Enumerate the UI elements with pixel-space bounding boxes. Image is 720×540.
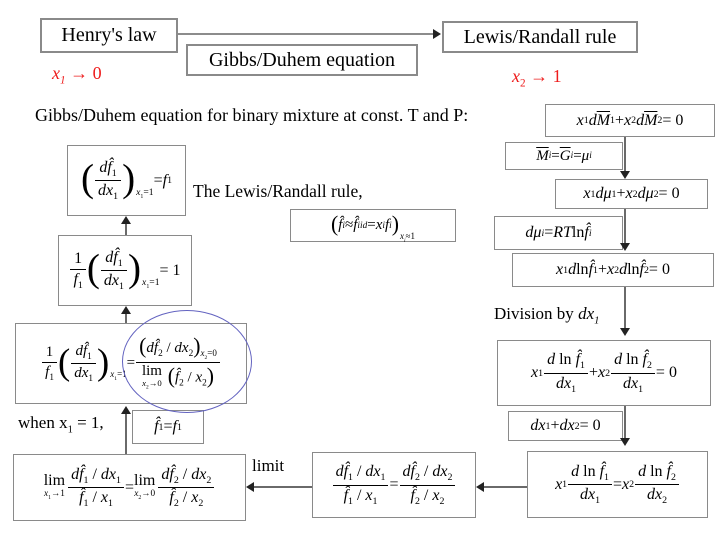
division-label: Division by dx1 — [494, 304, 600, 327]
arrow-circled-to-unity-shaft — [125, 314, 127, 323]
arrow-equality-to-ratio-shaft — [484, 486, 527, 488]
arrow-gdbinary-to-gdmu-head — [620, 171, 630, 179]
arrow-equality-to-ratio-head — [476, 482, 484, 492]
arrow-ratio-to-limit-head — [246, 482, 254, 492]
lewis-randall-label: Lewis/Randall rule — [463, 25, 617, 48]
gibbs-duhem-box: Gibbs/Duhem equation — [186, 44, 418, 76]
arrow-unity-to-derivative-shaft — [125, 224, 127, 235]
arrow-unity-to-derivative-head — [121, 216, 131, 224]
henry-law-label: Henry's law — [61, 24, 157, 46]
arrow-gdfugacity-to-sum-head — [620, 328, 630, 336]
arrow-limit-to-circled-head — [121, 406, 131, 414]
arrow-ratio-to-limit-shaft — [254, 486, 312, 488]
henry-law-box: Henry's law — [40, 18, 178, 53]
limit-label: limit — [252, 456, 285, 475]
arrow-sum-to-equality-head — [620, 438, 630, 446]
arrow-gdfugacity-to-sum-shaft — [624, 287, 626, 328]
header-text: Gibbs/Duhem equation for binary mixture … — [35, 105, 469, 125]
lewis-randall-rule-text: The Lewis/Randall rule, — [193, 181, 363, 201]
arrow-gdbinary-to-gdmu-shaft — [624, 137, 626, 172]
arrow-sum-to-equality-shaft — [624, 406, 626, 438]
arrow-henry-to-lewis-head — [433, 29, 441, 39]
arrow-henry-to-lewis-shaft — [178, 33, 434, 35]
x2-limit-label: x2 → 1 — [512, 66, 562, 90]
gibbs-duhem-label: Gibbs/Duhem equation — [208, 48, 396, 71]
arrow-gdmu-to-gdfugacity-head — [620, 243, 630, 251]
x1-limit-label: x1 → 0 — [52, 63, 102, 87]
arrow-limit-to-circled-shaft — [125, 414, 127, 454]
when-x1-label: when x1 = 1, — [18, 413, 104, 436]
arrow-circled-to-unity-head — [121, 306, 131, 314]
lewis-randall-box: Lewis/Randall rule — [442, 21, 638, 53]
arrow-gdmu-to-gdfugacity-shaft — [624, 209, 626, 243]
